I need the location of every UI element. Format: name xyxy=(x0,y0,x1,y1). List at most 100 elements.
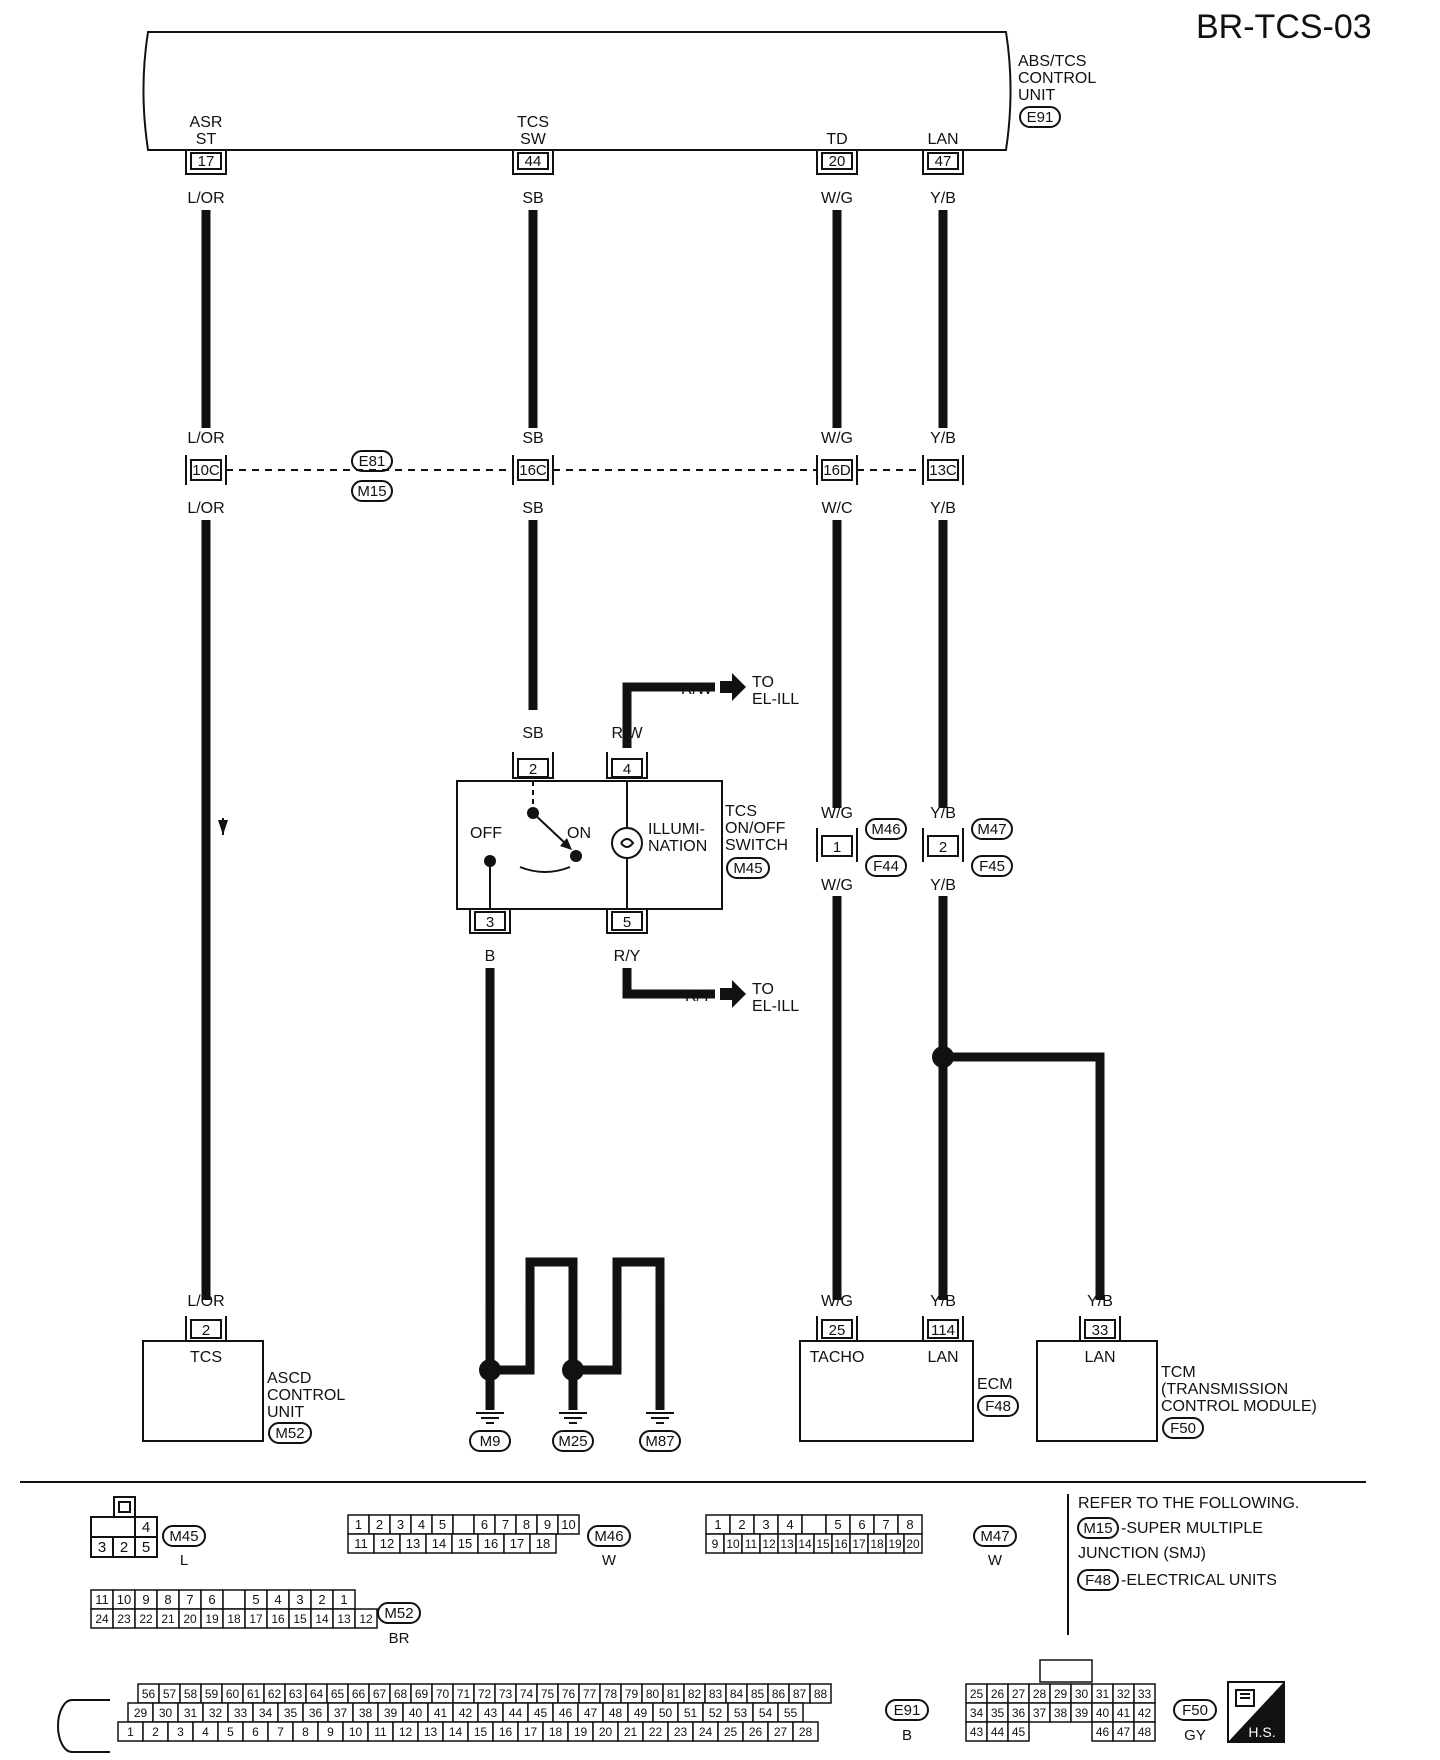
pin-cell: 10 xyxy=(117,1592,131,1607)
pin-cell: 36 xyxy=(309,1706,323,1720)
pin-cell: 18 xyxy=(227,1612,241,1626)
pin-cell: 66 xyxy=(352,1687,366,1701)
pin-cell: 84 xyxy=(730,1687,744,1701)
pin-cell: 57 xyxy=(163,1687,177,1701)
pin-cell: 29 xyxy=(134,1706,148,1720)
terminal-name: SW xyxy=(520,131,547,148)
pin-cell: 70 xyxy=(436,1687,450,1701)
pin-cell: 31 xyxy=(1096,1687,1110,1701)
pin-cell: 1 xyxy=(714,1517,721,1532)
ground-id: M25 xyxy=(558,1433,587,1450)
wire-color: L/OR xyxy=(187,430,224,447)
wire-color: L/OR xyxy=(187,190,224,207)
pin-cell: 50 xyxy=(659,1706,673,1720)
pin-cell: 10 xyxy=(349,1725,363,1739)
connector-color: W xyxy=(988,1552,1003,1569)
unit-name-line: CONTROL xyxy=(1018,70,1096,87)
pin-cell: 12 xyxy=(359,1612,373,1626)
terminal-name: ST xyxy=(196,131,217,148)
wire-color: B xyxy=(485,948,496,965)
switch-on-label: ON xyxy=(567,825,591,842)
pin-number: 3 xyxy=(486,914,494,931)
pin-cell: 6 xyxy=(208,1592,215,1607)
ground-section: B B B B B M9 M25 M87 xyxy=(469,1257,681,1452)
pin-cell: 51 xyxy=(684,1706,698,1720)
pin-cell: 33 xyxy=(1138,1687,1152,1701)
wire-color: R/W xyxy=(681,681,713,698)
hs-label: H.S. xyxy=(1248,1724,1275,1740)
pin-cell: 58 xyxy=(184,1687,198,1701)
pin-cell: 19 xyxy=(574,1725,588,1739)
reference-notes: REFER TO THE FOLLOWING. M15 -SUPER MULTI… xyxy=(1077,1495,1299,1591)
switch-name: ON/OFF xyxy=(725,820,786,837)
pin-cell: 45 xyxy=(534,1706,548,1720)
refer-text: -SUPER MULTIPLE xyxy=(1121,1520,1263,1537)
pin-cell: 7 xyxy=(277,1725,284,1739)
wire-color: Y/B xyxy=(930,877,956,894)
pin-cell: 17 xyxy=(852,1537,866,1551)
pin-cell: 22 xyxy=(139,1612,153,1626)
wire-color: B xyxy=(485,1307,496,1324)
pin-cell: 6 xyxy=(252,1725,259,1739)
pin-number: 4 xyxy=(623,761,631,778)
wire-color: SB xyxy=(522,430,543,447)
connector-view-m45: 4 3 2 5 M45 L xyxy=(90,1496,206,1569)
pin-cell: 36 xyxy=(1012,1706,1026,1720)
wire-yb-branch-tcm xyxy=(943,1052,1105,1300)
pin-cell: 19 xyxy=(888,1537,902,1551)
pin-cell: 13 xyxy=(424,1725,438,1739)
pin-number: 2 xyxy=(529,761,537,778)
wire-color: Y/B xyxy=(1087,1293,1113,1310)
pin-cell: 75 xyxy=(541,1687,555,1701)
pin-cell: 33 xyxy=(234,1706,248,1720)
pin-cell: 10 xyxy=(561,1517,575,1532)
terminal-name: LAN xyxy=(1084,1349,1115,1366)
wire-color: R/Y xyxy=(614,948,641,965)
pin-cell: 71 xyxy=(457,1687,471,1701)
pin-cell: 21 xyxy=(161,1612,175,1626)
pin-cell: 38 xyxy=(359,1706,373,1720)
junction-connector-id: E81 xyxy=(359,453,386,470)
pin-cell: 10 xyxy=(726,1537,740,1551)
pin-cell: 16 xyxy=(834,1537,848,1551)
pin-cell: 38 xyxy=(1054,1706,1068,1720)
pin-cell: 44 xyxy=(509,1706,523,1720)
pin-cell: 15 xyxy=(293,1612,307,1626)
terminal-name: LAN xyxy=(927,1349,958,1366)
pin-number: 5 xyxy=(623,914,631,931)
pin-cell: 9 xyxy=(544,1517,551,1532)
ascd-control-unit: L/OR 2 TCS ASCD CONTROL UNIT M52 xyxy=(142,1293,345,1444)
wire-color: SB xyxy=(522,190,543,207)
pin-cell: 14 xyxy=(315,1612,329,1626)
pin-cell: 27 xyxy=(1012,1687,1026,1701)
unit-name-line: (TRANSMISSION xyxy=(1161,1381,1288,1398)
switch-name: TCS xyxy=(725,803,757,820)
terminal-name: LAN xyxy=(927,131,958,148)
switch-off-label: OFF xyxy=(470,825,502,842)
pin-cell: 28 xyxy=(1033,1687,1047,1701)
pin-cell: 5 xyxy=(834,1517,841,1532)
pin-number: 2 xyxy=(939,839,947,856)
arrow-right-icon xyxy=(720,673,746,701)
connector-id: M45 xyxy=(169,1528,198,1545)
to-label: EL-ILL xyxy=(752,691,799,708)
unit-name-line: TCM xyxy=(1161,1364,1196,1381)
ground-symbol-icon xyxy=(646,1412,674,1424)
pin-cell: 30 xyxy=(159,1706,173,1720)
pin-cell: 52 xyxy=(709,1706,723,1720)
connector-id: F50 xyxy=(1170,1420,1196,1437)
pin-number: 44 xyxy=(525,153,542,170)
pin-cell: 19 xyxy=(205,1612,219,1626)
connector-id: F44 xyxy=(873,858,899,875)
pin-cell: 7 xyxy=(186,1592,193,1607)
connector-color: W xyxy=(602,1552,617,1569)
ground-symbol-icon xyxy=(476,1412,504,1424)
unit-terminals: ASR ST TCS SW TD LAN xyxy=(190,114,959,148)
pin-cell: 73 xyxy=(499,1687,513,1701)
pin-cell: 3 xyxy=(98,1539,106,1556)
pin-cell: 1 xyxy=(127,1725,134,1739)
junction-pin: 13C xyxy=(929,462,957,479)
